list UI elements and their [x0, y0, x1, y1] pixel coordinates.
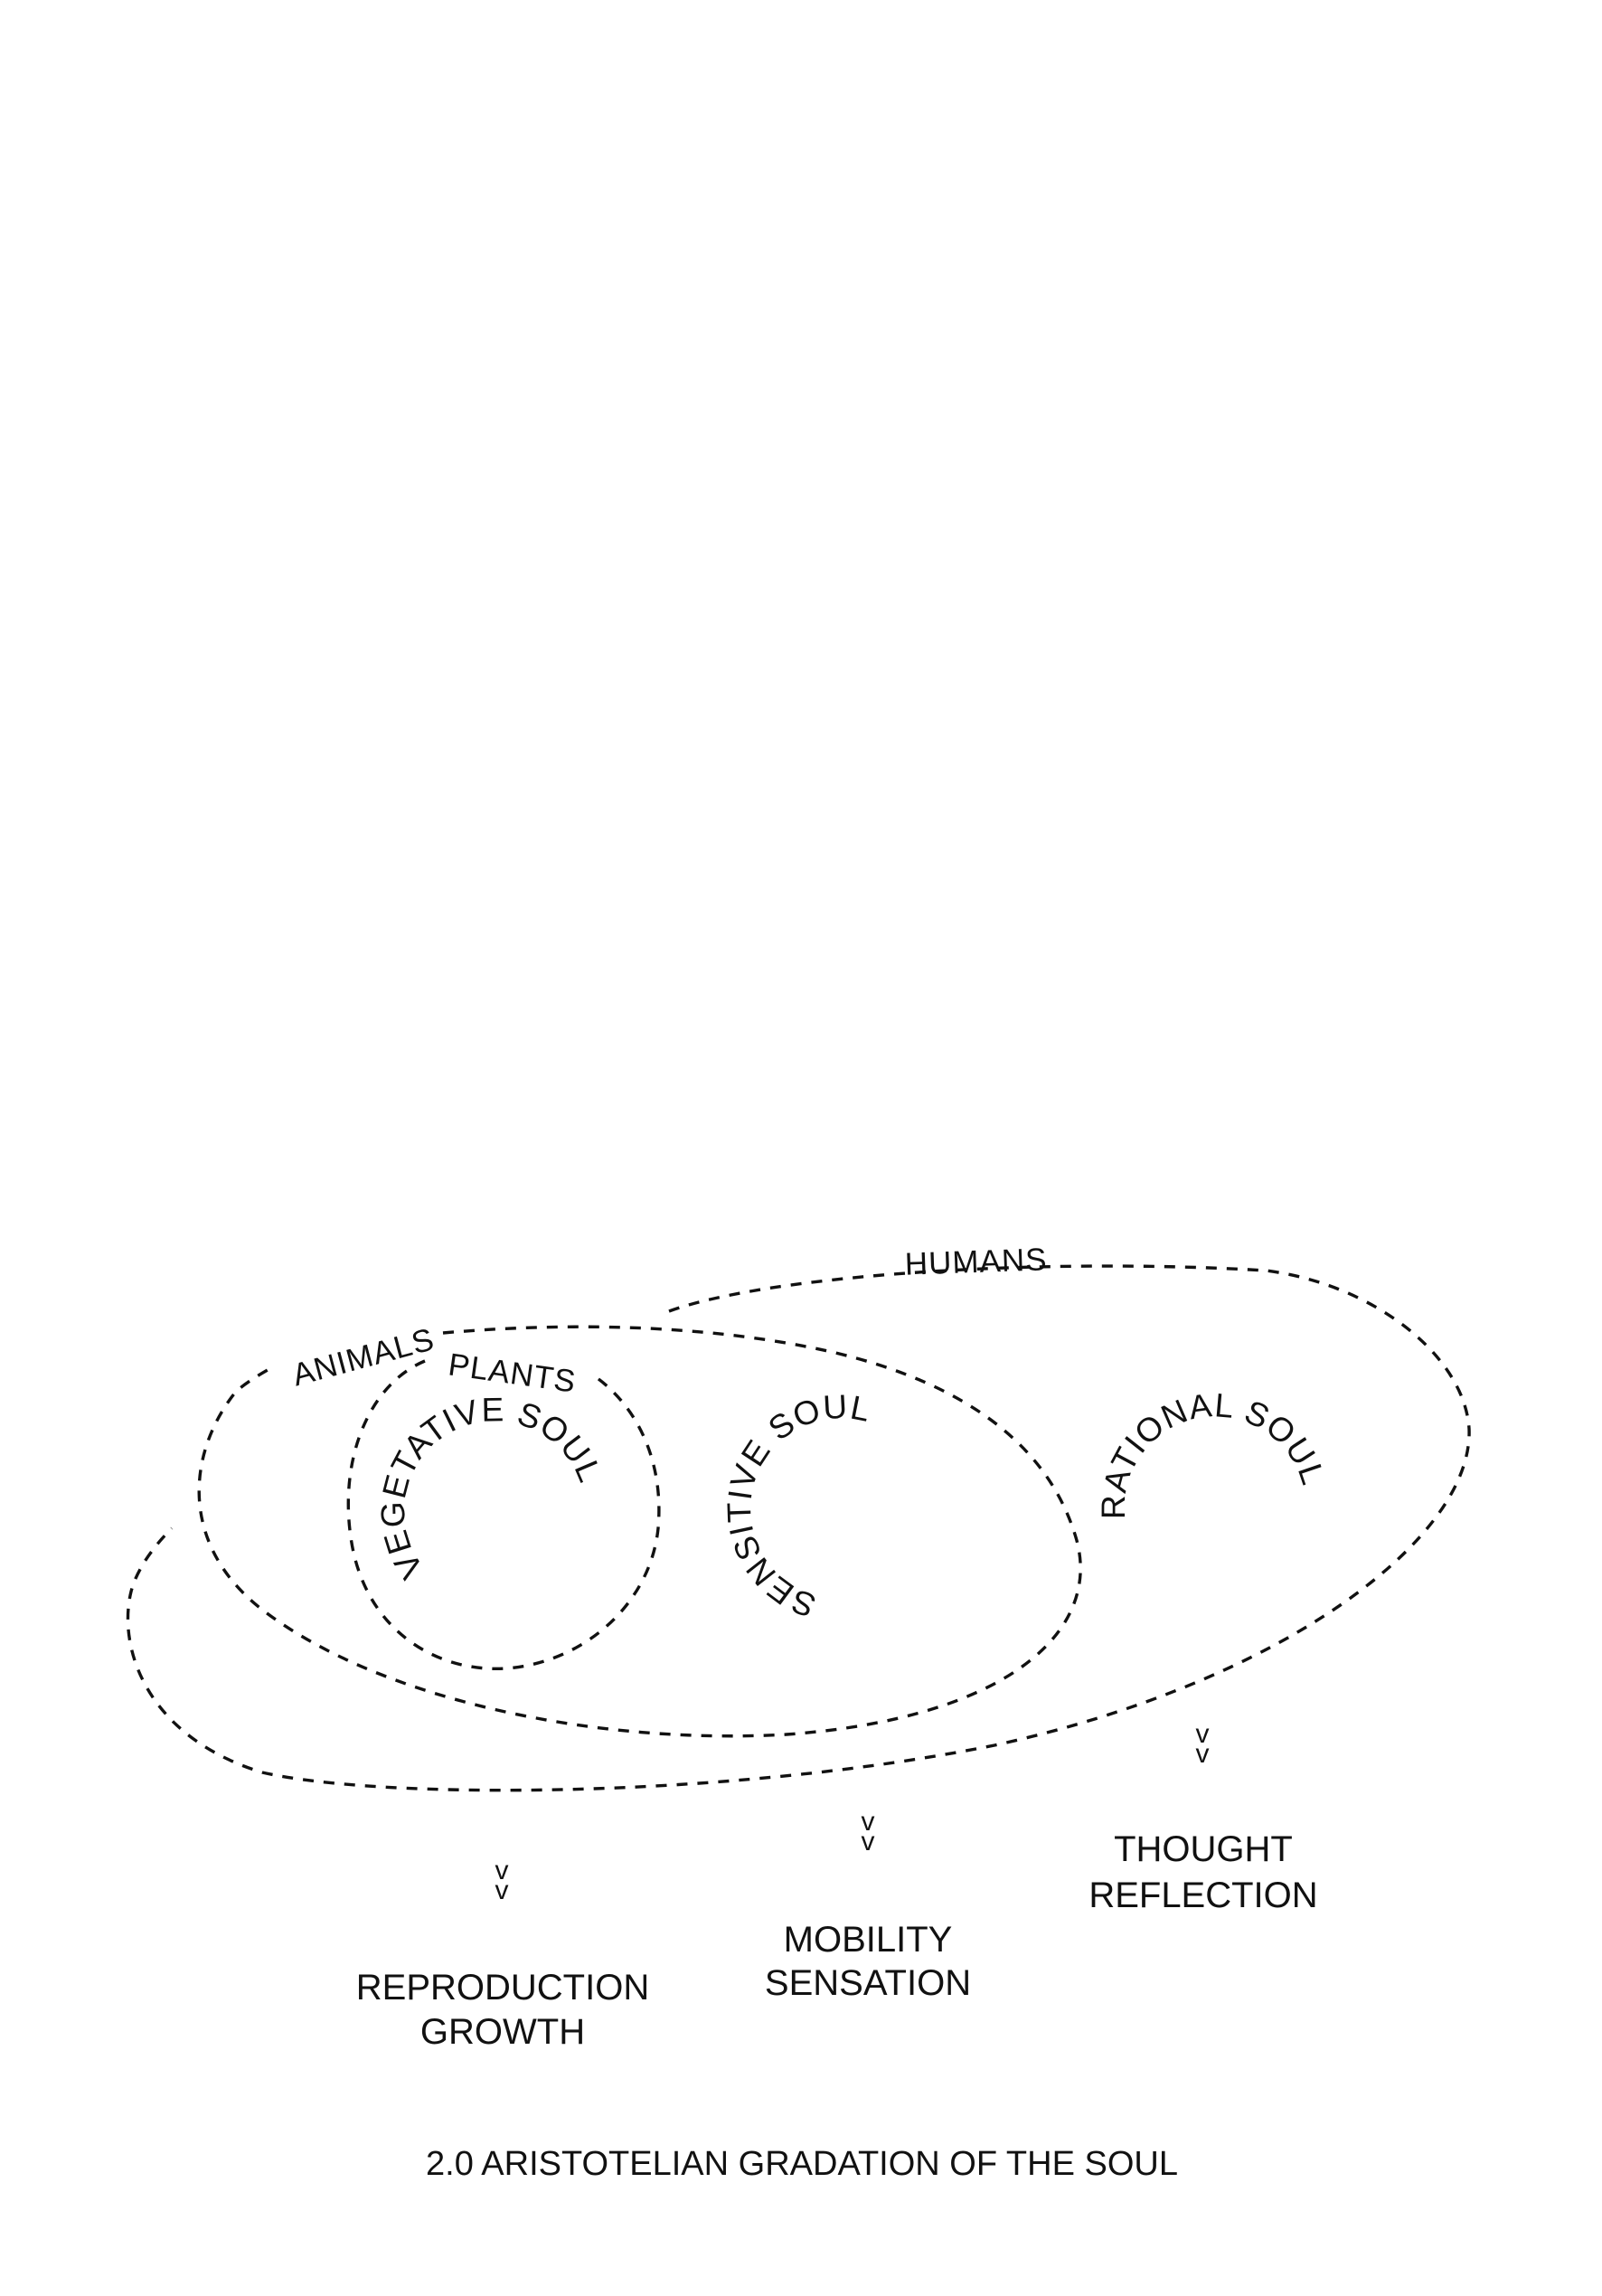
- vegetative-arrow-icon: v v: [495, 1856, 509, 1905]
- svg-text:v: v: [1196, 1739, 1210, 1769]
- svg-text:v: v: [495, 1856, 509, 1885]
- plants-boundary: [346, 1359, 661, 1671]
- rational-arrow-icon: v v: [1196, 1719, 1210, 1769]
- humans-label: HUMANS: [904, 1242, 1048, 1281]
- sensitive-capacity-1: MOBILITY: [784, 1920, 953, 1960]
- svg-text:v: v: [862, 1827, 875, 1857]
- vegetative-soul-label: VEGETATIVE SOUL: [374, 1391, 609, 1585]
- rational-soul-label: RATIONAL SOUL: [1095, 1386, 1332, 1519]
- figure-caption: 2.0 ARISTOTELIAN GRADATION OF THE SOUL: [426, 2145, 1178, 2183]
- plants-label: PLANTS: [447, 1346, 579, 1399]
- humans-boundary: [126, 1264, 1471, 1792]
- svg-text:v: v: [862, 1807, 875, 1837]
- rational-capacity-1: THOUGHT: [1114, 1829, 1293, 1869]
- vegetative-capacity-1: REPRODUCTION: [356, 1968, 649, 2008]
- animals-label: ANIMALS: [288, 1321, 438, 1393]
- sensitive-arrow-icon: v v: [862, 1807, 875, 1857]
- vegetative-capacity-2: GROWTH: [420, 2012, 585, 2052]
- svg-text:v: v: [495, 1876, 509, 1905]
- sensitive-soul-label: SENSITIVE SOUL: [721, 1388, 874, 1625]
- rational-capacity-2: REFLECTION: [1088, 1876, 1317, 1915]
- sensitive-capacity-2: SENSATION: [765, 1963, 971, 2003]
- animals-boundary: [197, 1325, 1082, 1738]
- svg-text:v: v: [1196, 1719, 1210, 1749]
